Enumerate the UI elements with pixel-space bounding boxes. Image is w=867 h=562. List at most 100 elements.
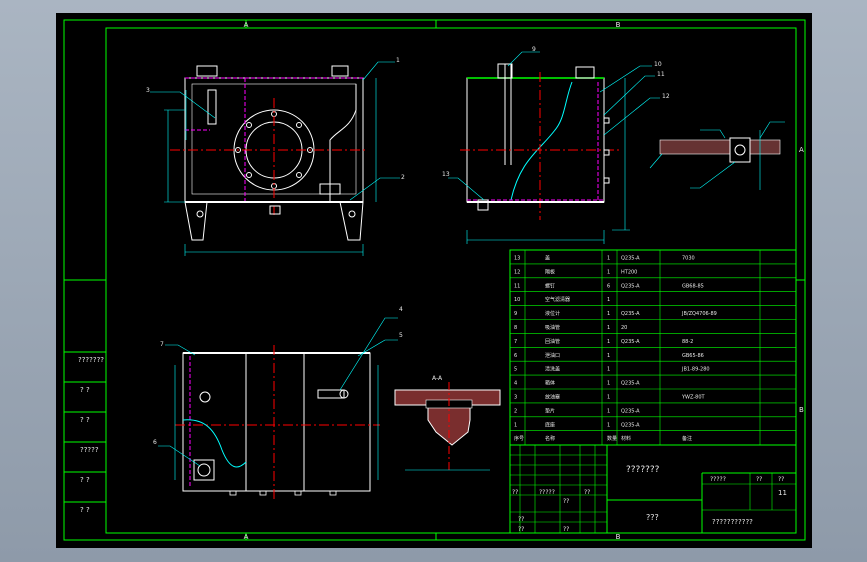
side-wall-fittings: [603, 117, 610, 184]
parts-cell-no: 8: [514, 325, 517, 331]
company-name: ???: [646, 513, 659, 522]
parts-cell-name: 盖: [545, 255, 550, 262]
section-a-a[interactable]: A-A: [394, 375, 501, 471]
side-callout-12: 12: [662, 93, 670, 100]
title-cell-7: ??: [563, 526, 569, 533]
title-left-grid: [510, 445, 607, 533]
parts-cell-name: 回油管: [545, 338, 560, 345]
parts-cell-no: 11: [514, 283, 520, 289]
side-leaders: [448, 51, 660, 201]
title-cell-5: ??: [518, 516, 524, 523]
parts-cell-name: 清洗盖: [545, 366, 560, 373]
side-callout-9: 9: [532, 46, 536, 53]
foot-right: [339, 201, 364, 241]
zone-label-top-right: B: [616, 21, 621, 29]
parts-list-grid: [510, 250, 796, 445]
parts-cell-name: 液位计: [545, 310, 560, 317]
parts-cell-remark: JB1-89-280: [681, 367, 710, 373]
foot-left: [184, 201, 208, 241]
parts-cell-name: 底座: [545, 421, 555, 428]
parts-cell-remark: 7030: [682, 256, 695, 262]
top-view[interactable]: 7 4 5 6: [153, 306, 403, 500]
side-callout-13: 13: [442, 171, 450, 178]
parts-cell-name: 螺钉: [545, 282, 555, 289]
parts-cell-qty: 1: [607, 408, 610, 414]
side-drain: [477, 199, 489, 211]
side-break-curve: [510, 81, 573, 201]
parts-cell-qty: 6: [607, 283, 610, 289]
parts-cell-name: 垫片: [545, 407, 555, 414]
side-callout-11: 11: [657, 71, 665, 78]
sheet-label-b: ??: [778, 476, 784, 483]
drawing-name: ???????: [626, 465, 660, 475]
parts-cell-qty: 1: [607, 256, 610, 262]
rev-cell-4: ?????: [80, 446, 99, 454]
parts-cell-name: 放油塞: [545, 394, 560, 401]
top-callout-4: 4: [399, 306, 403, 313]
parts-cell-qty: 1: [607, 269, 610, 275]
drain-plug: [319, 183, 341, 195]
parts-cell-qty: 1: [607, 381, 610, 387]
parts-cell-material: Q235-A: [621, 283, 640, 289]
parts-cell-material: Q235-A: [621, 311, 640, 317]
zone-label-top-left: A: [244, 21, 249, 29]
parts-header-material: 材料: [621, 435, 631, 442]
parts-header-name: 名称: [545, 435, 555, 442]
rev-cell-5: ? ?: [80, 476, 90, 484]
rev-cell-2: ? ?: [80, 386, 90, 394]
parts-cell-no: 6: [514, 353, 517, 359]
rev-cell-3: ? ?: [80, 416, 90, 424]
parts-cell-qty: 1: [607, 353, 610, 359]
parts-cell-material: Q235-A: [621, 339, 640, 345]
cleanout-cover: [193, 459, 215, 481]
left-revision-table: ??????? ? ? ? ? ????? ? ? ? ?: [64, 279, 106, 514]
parts-cell-no: 10: [514, 297, 520, 303]
parts-cell-material: HT200: [621, 269, 637, 275]
top-callout-7: 7: [160, 341, 164, 348]
zone-label-bottom-right: B: [616, 533, 621, 541]
parts-cell-qty: 1: [607, 311, 610, 317]
side-view[interactable]: 9 10 11 12 13: [442, 46, 670, 244]
side-filler-cap: [575, 66, 595, 79]
top-callout-5: 5: [399, 332, 403, 339]
parts-cell-material: Q235-A: [621, 422, 640, 428]
parts-header-no: 序号: [514, 435, 524, 442]
parts-cell-remark: GB65-86: [682, 353, 704, 359]
detail-fitting: [729, 137, 751, 163]
title-block[interactable]: ??????? ??? ????? ?? ?? 11 ??????????? ?…: [509, 444, 797, 534]
sheet-label-a: ??: [756, 476, 762, 483]
top-bottom-fittings: [229, 490, 337, 496]
detail-plate: [659, 139, 781, 155]
scale-label: ?????: [710, 476, 726, 483]
parts-cell-no: 4: [514, 381, 517, 387]
front-view[interactable]: 1 2 3: [146, 57, 405, 256]
parts-cell-no: 3: [514, 395, 517, 401]
parts-cell-material: Q235-A: [621, 408, 640, 414]
drain-boss: [269, 205, 281, 215]
parts-cell-qty: 1: [607, 395, 610, 401]
parts-cell-name: 空气滤清器: [545, 296, 570, 303]
parts-cell-no: 2: [514, 408, 517, 414]
zone-ticks: [245, 20, 805, 540]
rev-cell-1: ???????: [78, 356, 104, 364]
zone-label-bottom-left: A: [244, 533, 249, 541]
top-leaders: [158, 317, 398, 467]
parts-cell-no: 12: [514, 269, 520, 275]
parts-cell-no: 5: [514, 367, 517, 373]
zone-label-side-lower: B: [799, 406, 804, 414]
parts-cell-material: Q235-A: [621, 256, 640, 262]
title-cell-2: ?????: [539, 489, 555, 496]
parts-cell-no: 13: [514, 256, 520, 262]
parts-cell-remark: JB/ZQ4706-89: [681, 311, 717, 317]
parts-cell-remark: GB68-85: [682, 283, 704, 289]
top-dimensions: [174, 365, 379, 480]
front-callout-3: 3: [146, 87, 150, 94]
section-label: A-A: [432, 375, 443, 382]
foot-hole-right: [348, 210, 356, 218]
top-break-curve: [182, 419, 247, 468]
parts-cell-no: 9: [514, 311, 517, 317]
side-dimensions: [466, 78, 630, 244]
